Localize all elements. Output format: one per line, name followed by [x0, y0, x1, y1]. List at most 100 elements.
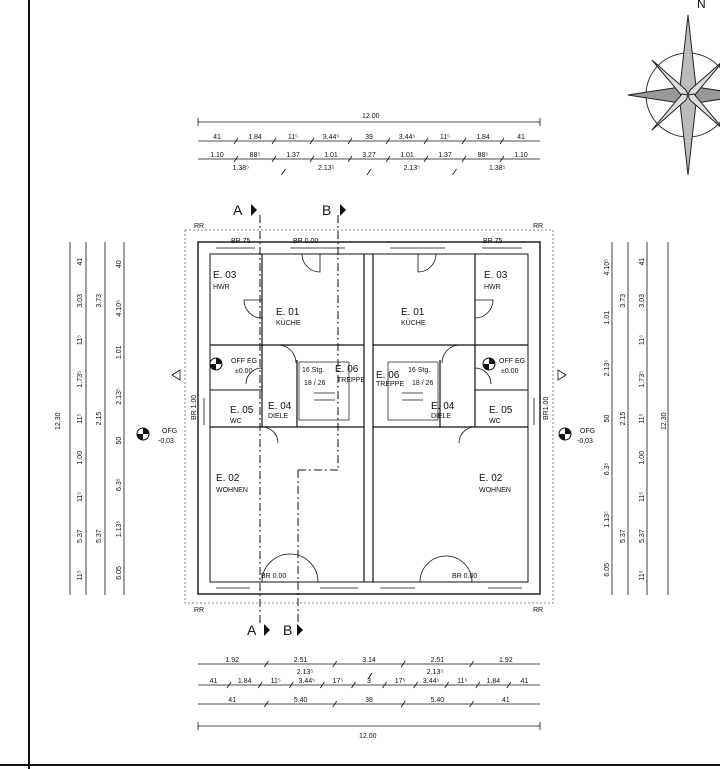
section-b-bottom: B: [283, 622, 292, 638]
rr-bottom-left: RR: [194, 607, 204, 614]
bot-dim-a-2: 3.14: [362, 657, 376, 664]
left-dims-middle: 3.732.155.37: [96, 294, 103, 543]
top-dim-a-tick-3: [347, 137, 353, 145]
right-dim-inner-3: 50: [604, 415, 611, 423]
top-dim-b-8: 1.10: [514, 152, 528, 159]
top-dim-b-tick-5: [423, 155, 429, 163]
rr-bottom-right: RR: [533, 607, 543, 614]
room-hwr-left: HWR: [213, 284, 230, 291]
bot-dim-c-4: 17⁵: [333, 678, 344, 685]
left-dim-inner-7: 6.05: [116, 566, 123, 580]
north-label: N: [697, 0, 706, 11]
left-dim-inner-0: 40: [116, 260, 123, 268]
stairs-right-count: 16 Stg.: [408, 367, 430, 374]
top-dim-a-tick-7: [499, 137, 505, 145]
bot-dim-c-5: 3: [367, 678, 371, 685]
top-dim-a-tick-2: [309, 137, 315, 145]
room-wohnen-right: WOHNEN: [479, 487, 511, 494]
bot-dim-d-1: 5.40: [294, 697, 308, 704]
top-dim-c-3: 1.38⁵: [489, 165, 506, 172]
left-dim-outer-5: 1.00: [77, 451, 84, 465]
stairs-left-count: 16 Stg.: [302, 367, 324, 374]
br-left-side: BR 1.00: [191, 395, 198, 420]
bot-dim-c-tick-4: [351, 681, 356, 689]
top-dim-c-tick-1: [366, 168, 372, 176]
room-e04-left: E. 04: [268, 401, 292, 412]
level-marker-right-fill-icon: [483, 358, 495, 370]
bot-dim-a-0: 1.92: [225, 657, 239, 664]
bot-dim-c-2: 11⁵: [271, 678, 281, 685]
bot-dim-c-tick-5: [382, 681, 387, 689]
room-wohnen-left: WOHNEN: [216, 487, 248, 494]
top-dim-a-tick-1: [271, 137, 277, 145]
section-b-bottom-arrow-icon: [297, 624, 303, 636]
left-dim-inner-2: 1.01: [116, 345, 123, 359]
bot-dim-a-tick-1: [332, 660, 338, 668]
left-dim-outer-6: 11⁵: [77, 492, 84, 502]
roof-outline: [184, 229, 554, 604]
top-dim-a-4: 39: [365, 134, 373, 141]
top-dim-a-1: 1.84: [248, 134, 262, 141]
right-dim-outer-2: 11⁵: [639, 335, 646, 345]
bot-dim-c-7: 3.44⁵: [423, 678, 440, 685]
top-dim-c-1: 2.13⁵: [318, 165, 335, 172]
room-kueche-right: KÜCHE: [401, 319, 426, 327]
right-dim-outer-3: 1.73⁵: [639, 371, 646, 388]
room-hwr-right: HWR: [484, 284, 501, 291]
bot-dim-d-2: 38: [365, 697, 373, 704]
top-dim-b-0: 1.10: [210, 152, 224, 159]
bot-dim-d-tick-0: [264, 700, 269, 708]
left-dim-inner-3: 2.13⁵: [116, 388, 123, 405]
left-dimension-chains: [69, 242, 125, 595]
bot-dim-d-tick-1: [332, 700, 338, 708]
off-eg-left: OFF EG: [231, 358, 257, 365]
top-dim-a-0: 41: [213, 134, 221, 141]
room-e05-right: E. 05: [489, 405, 513, 416]
bot-dim-c-tick-9: [506, 681, 512, 689]
left-dim-outer-3: 1.73⁵: [77, 371, 84, 388]
section-a-top-arrow-icon: [251, 204, 257, 216]
section-a-top: A: [233, 202, 243, 218]
room-e03-left: E. 03: [213, 270, 237, 281]
right-dim-outer-1: 3.03: [639, 294, 646, 308]
bot-dim-c-6: 17⁵: [395, 678, 406, 685]
bot-dim-c-tick-0: [226, 681, 232, 689]
top-dim-a-tick-0: [233, 137, 239, 145]
ofg-left-marker-fill-icon: [137, 428, 149, 440]
bot-dim-d-3: 5.40: [431, 697, 445, 704]
right-dimension-chains: [611, 242, 669, 595]
top-dim-c-0: 1.38⁵: [232, 165, 249, 172]
top-overall-dim: 12.00: [362, 113, 380, 120]
bot-dim-c-tick-6: [413, 681, 418, 689]
stairs-right: [387, 361, 439, 421]
bot-dim-d-4: 41: [502, 697, 510, 704]
room-e01-right: E. 01: [401, 307, 425, 318]
off-eg-right: OFF EG: [499, 358, 525, 365]
top-dim-b-tick-6: [461, 155, 467, 163]
left-dim-mid-1: 2.15: [96, 412, 103, 426]
room-e02-left: E. 02: [216, 473, 240, 484]
right-dim-outer-6: 11⁵: [639, 492, 646, 502]
bot-dim-c-8: 11⁵: [457, 678, 467, 685]
bot-dim-b-1: 2.13⁵: [427, 669, 444, 676]
br-top-right: BR 75: [483, 238, 503, 245]
bot-dim-c-9: 1.84: [487, 678, 501, 685]
right-dim-inner-6: 6.05: [604, 563, 611, 577]
ofg-right-marker-fill-icon: [559, 428, 571, 440]
left-dim-outer-0: 41: [77, 258, 84, 266]
right-dim-outer-5: 1.00: [639, 451, 646, 465]
right-dim-outer-7: 5.37: [639, 529, 646, 543]
bot-dim-c-tick-1: [257, 681, 263, 689]
right-dim-inner-5: 1.13⁵: [604, 511, 611, 528]
top-dim-a-7: 1.84: [476, 134, 490, 141]
top-dim-a-6: 11⁵: [440, 134, 450, 141]
left-dim-mid-0: 3.73: [96, 294, 103, 308]
top-dim-b-tick-3: [347, 155, 353, 163]
bot-dim-c-tick-2: [288, 681, 294, 689]
room-kueche-left: KÜCHE: [276, 319, 301, 327]
